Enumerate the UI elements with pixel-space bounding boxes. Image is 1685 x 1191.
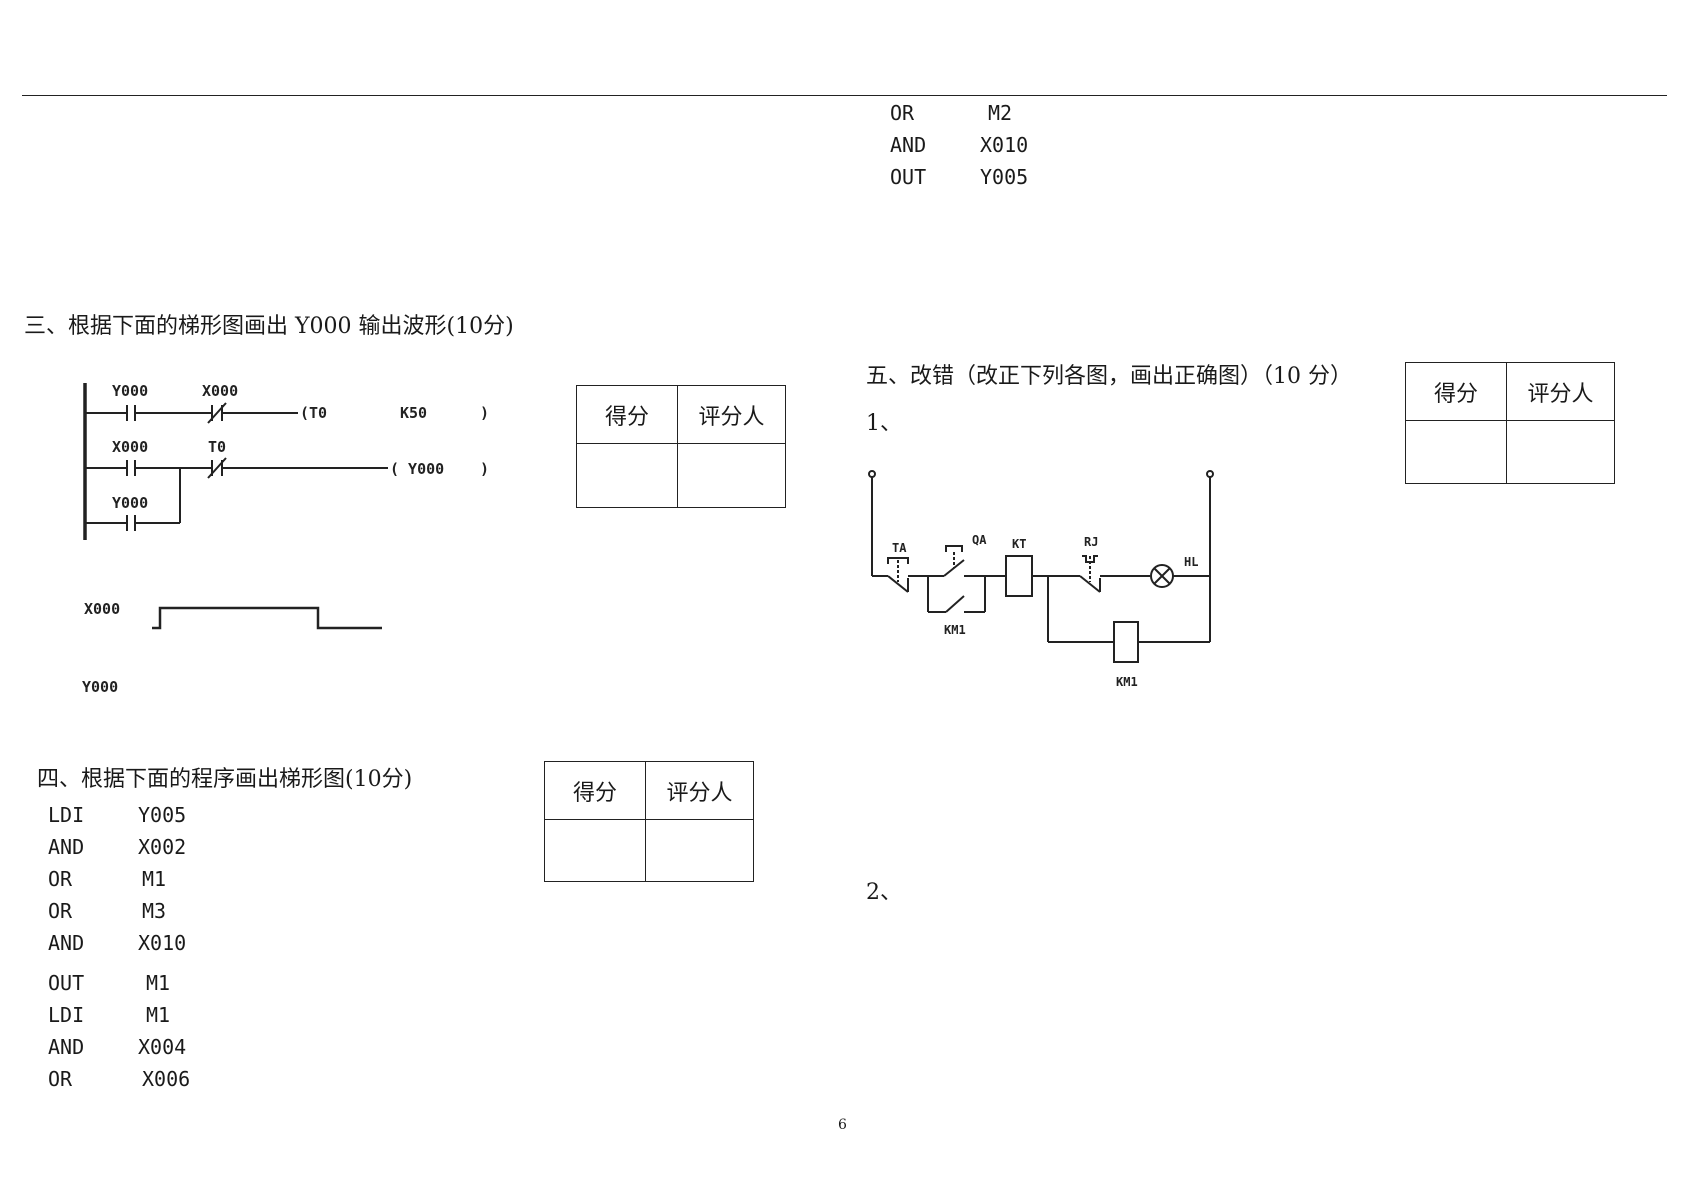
grader-header: 评分人 bbox=[645, 761, 754, 820]
ladder-diagram: Y000 X000 (T0 K50 ) X000 T0 ( Y000 ) Y00… bbox=[83, 382, 489, 540]
score-table: 得分评分人 bbox=[1405, 362, 1615, 484]
score-header: 得分 bbox=[544, 761, 646, 820]
score-cell[interactable] bbox=[576, 443, 678, 508]
grader-header: 评分人 bbox=[1506, 362, 1615, 421]
ladder-label: Y000 bbox=[112, 382, 148, 400]
header-rule bbox=[22, 95, 1667, 96]
score-table: 得分评分人 bbox=[576, 385, 786, 508]
item2-label: 2、 bbox=[866, 880, 902, 905]
ladder-label: X000 bbox=[112, 438, 148, 456]
circuit-label: KT bbox=[1012, 537, 1026, 551]
waveform-label: Y000 bbox=[82, 678, 118, 696]
section5-heading: 五、改错（改正下列各图，画出正确图）（10 分） bbox=[866, 364, 1352, 389]
circuit-label: KM1 bbox=[1116, 675, 1138, 689]
ladder-label: K50 bbox=[400, 404, 427, 422]
score-header: 得分 bbox=[1405, 362, 1507, 421]
score-header: 得分 bbox=[576, 385, 678, 444]
circuit-label: RJ bbox=[1084, 535, 1098, 549]
ladder-label: T0 bbox=[208, 438, 226, 456]
page-number: 6 bbox=[838, 1117, 847, 1133]
item1-label: 1、 bbox=[866, 411, 902, 436]
waveform-diagram: X000 Y000 bbox=[82, 600, 382, 696]
ladder-label: Y000 bbox=[112, 494, 148, 512]
circuit-label: KM1 bbox=[944, 623, 966, 637]
circuit-label: HL bbox=[1184, 555, 1198, 569]
circuit-label: TA bbox=[892, 541, 907, 555]
score-cell[interactable] bbox=[544, 819, 646, 882]
section4-heading: 四、根据下面的程序画出梯形图(10分) bbox=[37, 767, 413, 792]
circuit-label: QA bbox=[972, 533, 987, 547]
ladder-label: ( Y000 bbox=[390, 460, 444, 478]
grader-cell[interactable] bbox=[645, 819, 754, 882]
ladder-label: ) bbox=[480, 460, 489, 478]
grader-cell[interactable] bbox=[1506, 420, 1615, 484]
ladder-label: ) bbox=[480, 404, 489, 422]
score-cell[interactable] bbox=[1405, 420, 1507, 484]
control-circuit-diagram: TA QA KT RJ HL KM1 KM1 bbox=[868, 470, 1214, 689]
ladder-label: X000 bbox=[202, 382, 238, 400]
score-table: 得分评分人 bbox=[544, 761, 754, 882]
ladder-label: (T0 bbox=[300, 404, 327, 422]
waveform-label: X000 bbox=[84, 600, 120, 618]
section3-heading: 三、根据下面的梯形图画出 Y000 输出波形(10分) bbox=[24, 314, 514, 339]
grader-cell[interactable] bbox=[677, 443, 786, 508]
grader-header: 评分人 bbox=[677, 385, 786, 444]
